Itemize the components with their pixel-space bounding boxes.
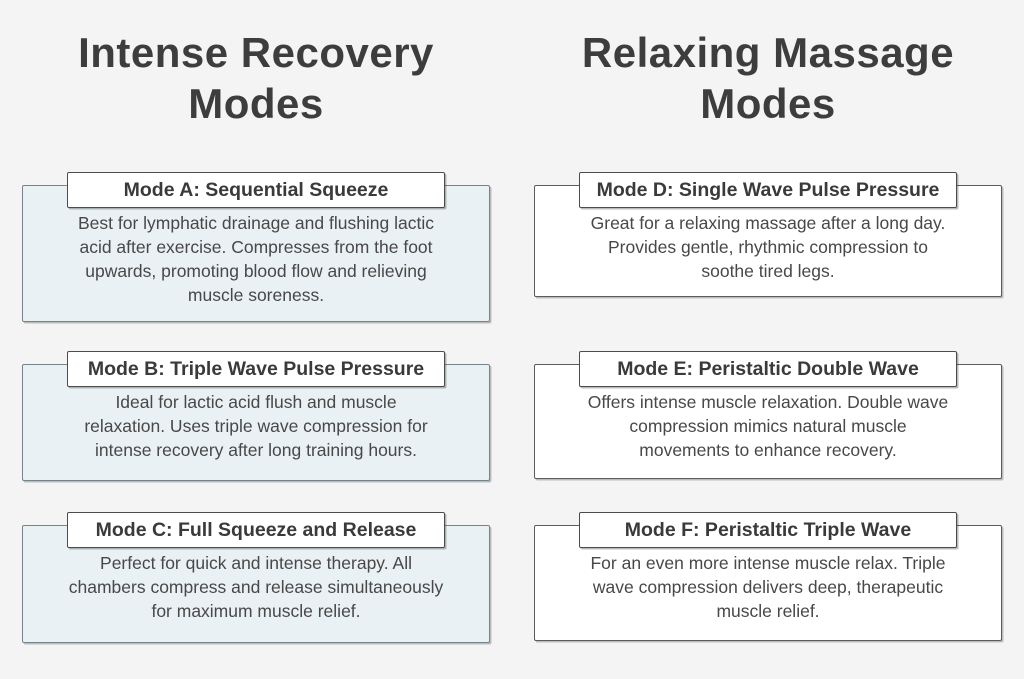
column-heading-intense-recovery: Intense Recovery Modes [78, 29, 434, 127]
card-mode-d-title: Mode D: Single Wave Pulse Pressure [579, 172, 957, 208]
card-mode-a: Mode A: Sequential Squeeze Best for lymp… [22, 172, 490, 322]
card-mode-a-title: Mode A: Sequential Squeeze [67, 172, 445, 208]
card-mode-f: Mode F: Peristaltic Triple Wave For an e… [534, 512, 1002, 641]
card-mode-b-title: Mode B: Triple Wave Pulse Pressure [67, 351, 445, 387]
card-mode-c: Mode C: Full Squeeze and Release Perfect… [22, 512, 490, 643]
card-mode-f-title: Mode F: Peristaltic Triple Wave [579, 512, 957, 548]
card-mode-d: Mode D: Single Wave Pulse Pressure Great… [534, 172, 1002, 297]
card-mode-e-title: Mode E: Peristaltic Double Wave [579, 351, 957, 387]
column-heading-relaxing-massage: Relaxing Massage Modes [581, 29, 955, 127]
card-mode-b: Mode B: Triple Wave Pulse Pressure Ideal… [22, 351, 490, 481]
card-mode-c-title: Mode C: Full Squeeze and Release [67, 512, 445, 548]
card-mode-e: Mode E: Peristaltic Double Wave Offers i… [534, 351, 1002, 479]
